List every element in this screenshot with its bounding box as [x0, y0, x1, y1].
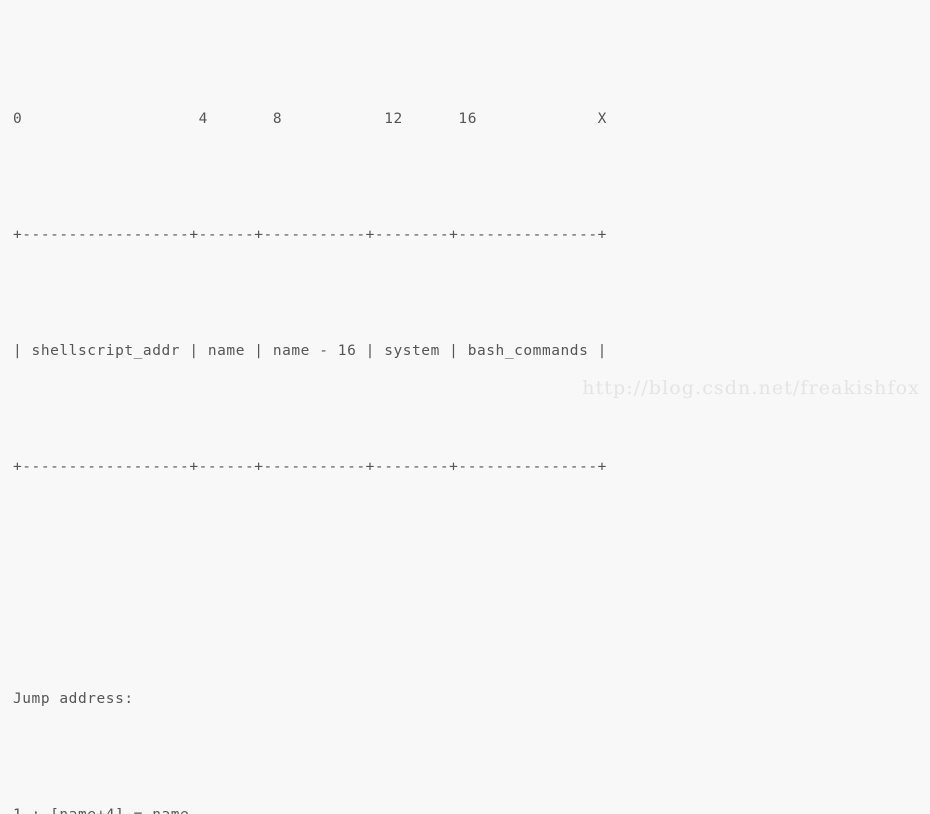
ascii-diagram: 0 4 8 12 16 X +------------------+------…: [13, 18, 607, 814]
jump-address-item-1: 1 : [name+4] = name: [13, 801, 607, 814]
table-bottom-border: +------------------+------+-----------+-…: [13, 459, 607, 475]
diagram-canvas: 0 4 8 12 16 X +------------------+------…: [13, 111, 920, 814]
spacer-line-1: [13, 569, 607, 598]
table-header-row: | shellscript_addr | name | name - 16 | …: [13, 343, 607, 359]
watermark-url: http://blog.csdn.net/freakishfox: [582, 377, 920, 399]
ruler-axis-line: 0 4 8 12 16 X: [13, 111, 607, 127]
table-top-border: +------------------+------+-----------+-…: [13, 227, 607, 243]
jump-address-heading: Jump address:: [13, 691, 134, 707]
